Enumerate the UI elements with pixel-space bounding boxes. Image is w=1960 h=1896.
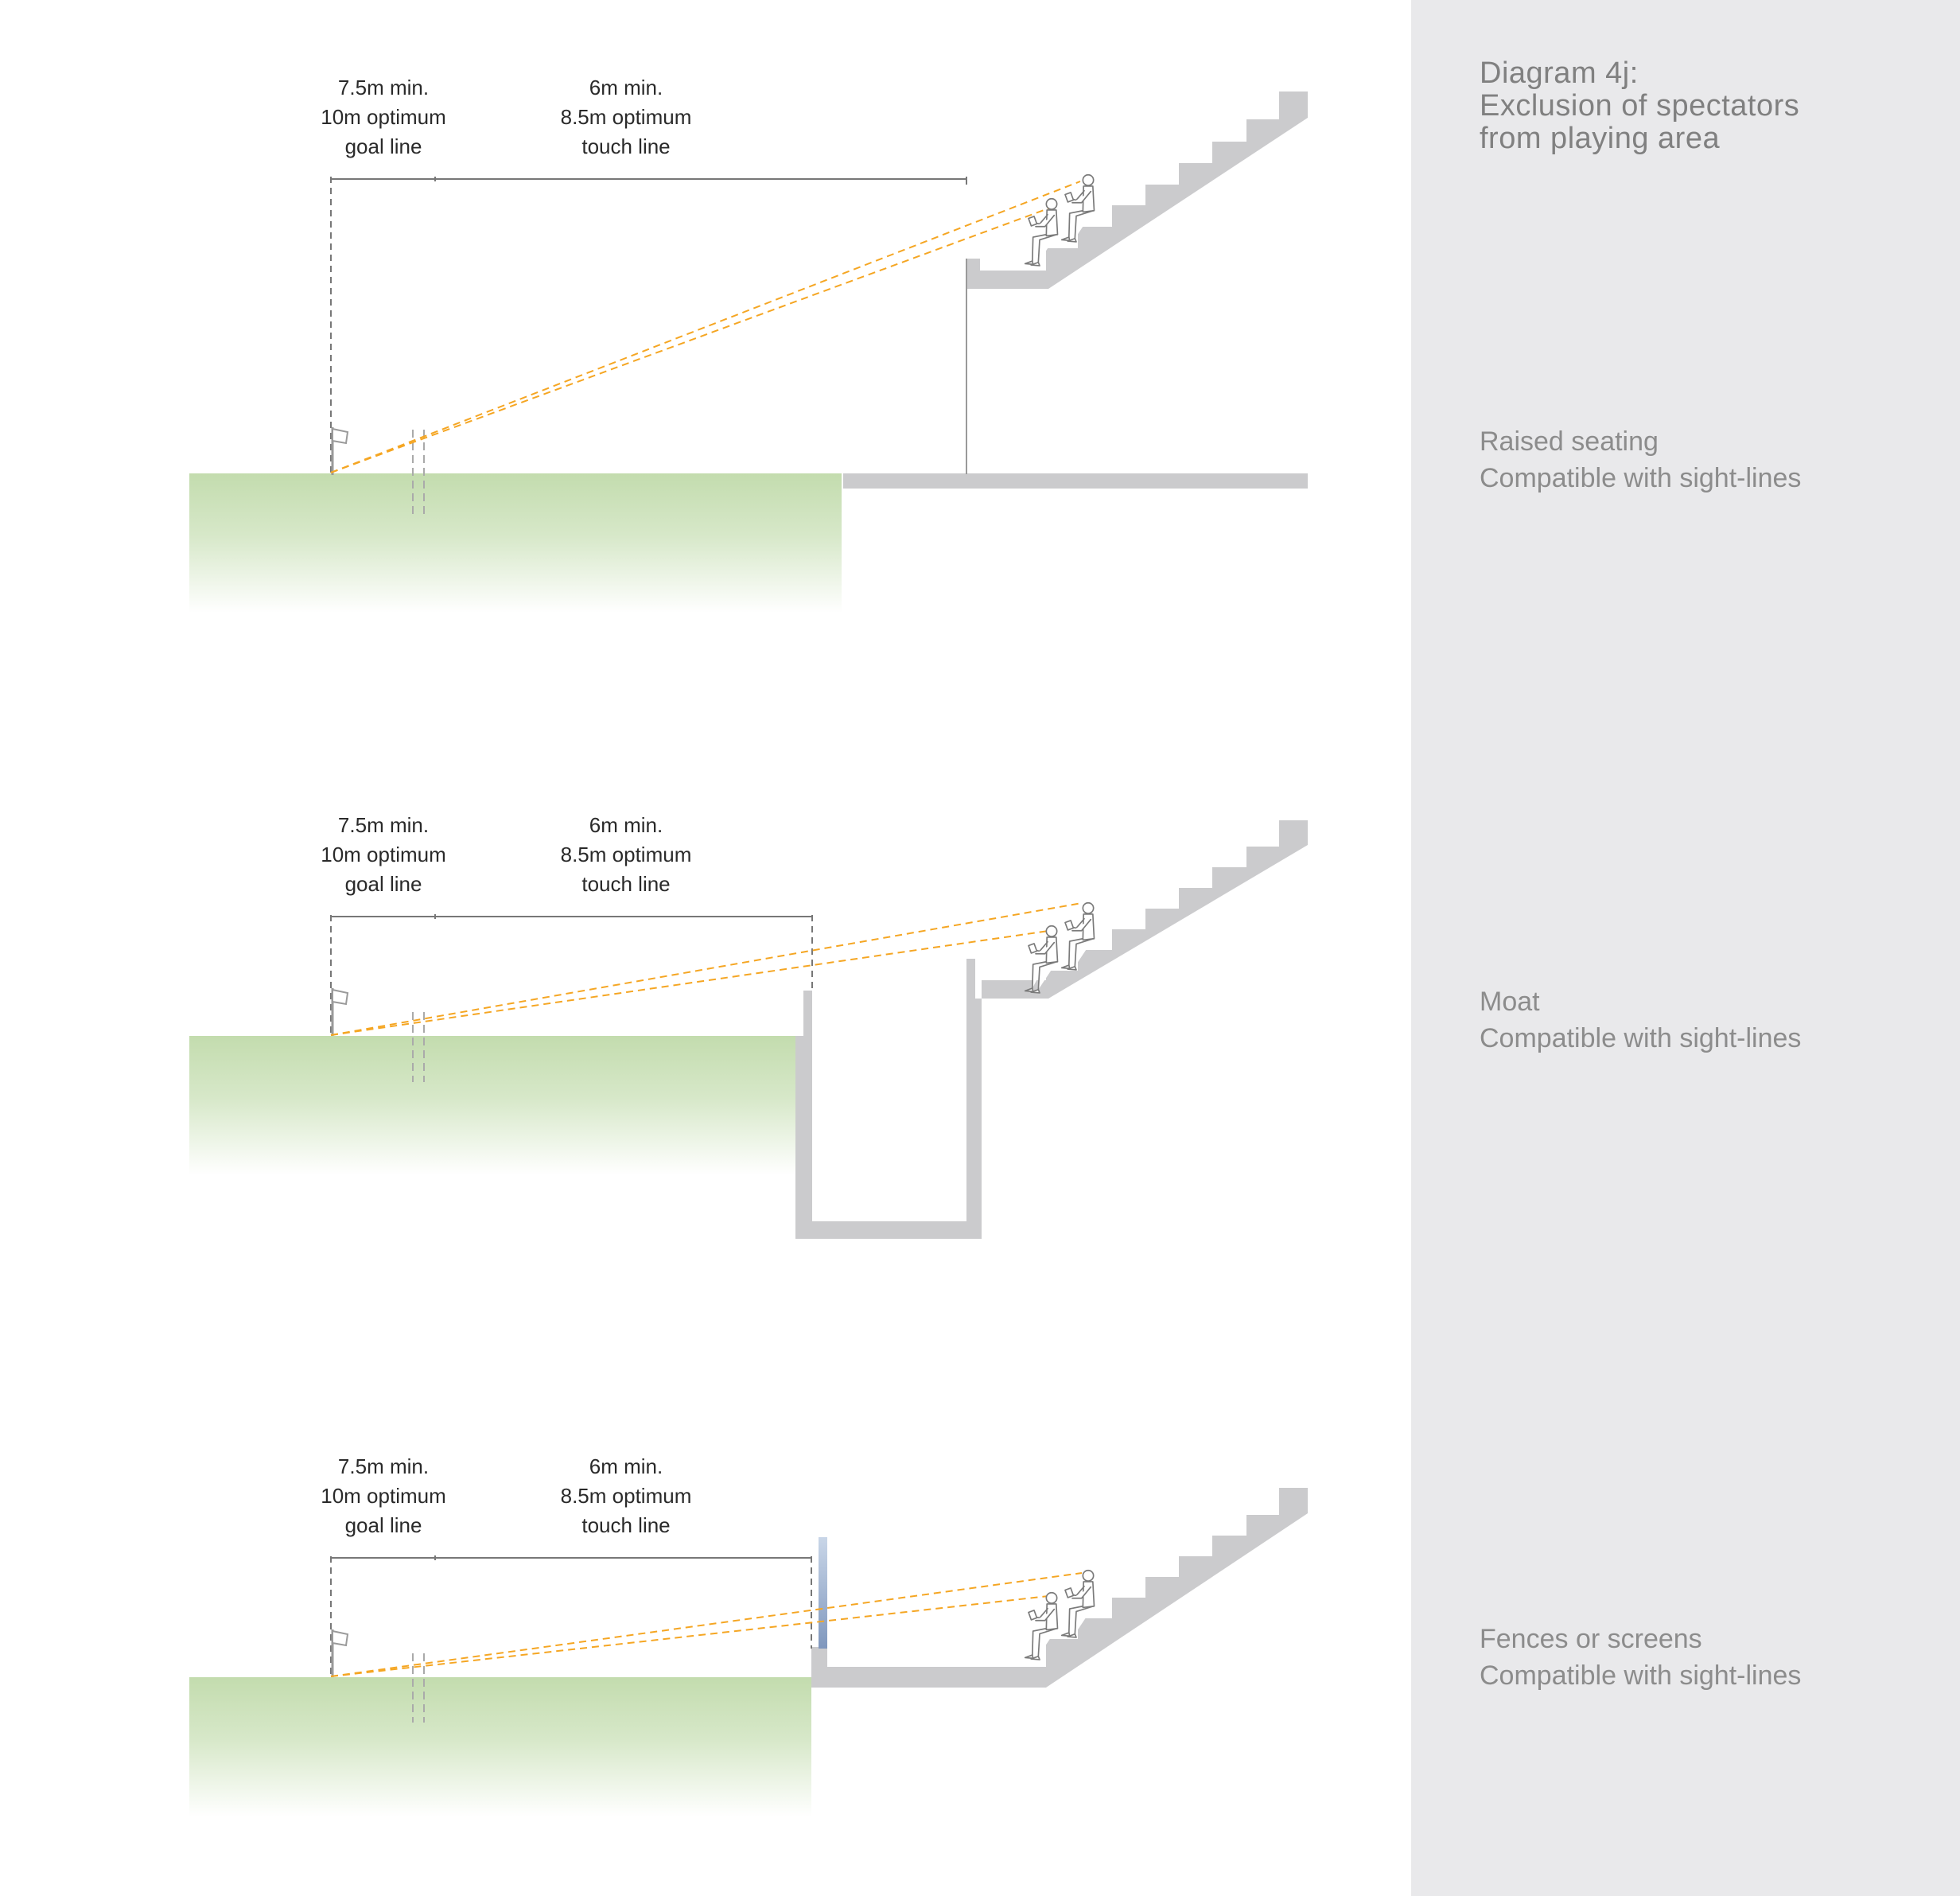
dimension-lines — [330, 177, 967, 517]
title-line-3: from playing area — [1480, 122, 1721, 155]
caption-note: Compatible with sight-lines — [1480, 1660, 1802, 1691]
dim-touch-line-3: touch line — [581, 134, 670, 158]
dim-goal-line-2: 10m optimum — [321, 843, 446, 866]
dimension-label-touch: 6m min. 8.5m optimum touch line — [561, 813, 692, 896]
sightlines — [330, 902, 1083, 1036]
corner-flag-icon — [331, 1628, 349, 1679]
dimension-label-goal: 7.5m min. 10m optimum goal line — [321, 76, 446, 158]
dim-goal-line-2: 10m optimum — [321, 1484, 446, 1508]
dim-touch-line-1: 6m min. — [589, 1454, 663, 1478]
dim-touch-line-2: 8.5m optimum — [561, 1484, 692, 1508]
fence-screen — [819, 1537, 827, 1649]
dim-touch-line-2: 8.5m optimum — [561, 105, 692, 129]
pitch-grass — [189, 473, 842, 613]
dim-touch-line-3: touch line — [581, 872, 670, 896]
pitch-grass — [189, 1677, 811, 1816]
dimension-label-goal: 7.5m min. 10m optimum goal line — [321, 813, 446, 896]
panel-raised-seating: 7.5m min. 10m optimum goal line 6m min. … — [189, 76, 1308, 613]
dim-goal-line-3: goal line — [345, 1513, 422, 1537]
caption-fences-screens: Fences or screens Compatible with sight-… — [1480, 1621, 1925, 1694]
dim-touch-line-1: 6m min. — [589, 813, 663, 837]
dim-goal-line-3: goal line — [345, 872, 422, 896]
diagram-title: Diagram 4j: Exclusion of spectators from… — [1480, 57, 1925, 155]
corner-flag-icon — [331, 987, 349, 1038]
pitch-grass — [189, 1036, 795, 1175]
panel-fences-screens: 7.5m min. 10m optimum goal line 6m min. … — [189, 1454, 1308, 1816]
panel-moat: 7.5m min. 10m optimum goal line 6m min. … — [189, 813, 1308, 1239]
dimension-lines — [330, 914, 813, 1082]
caption-note: Compatible with sight-lines — [1480, 1023, 1802, 1053]
caption-heading: Moat — [1480, 987, 1540, 1017]
dimension-label-touch: 6m min. 8.5m optimum touch line — [561, 76, 692, 158]
dim-goal-line-1: 7.5m min. — [338, 76, 429, 99]
title-line-1: Diagram 4j: — [1480, 56, 1639, 90]
stand-stepped — [811, 1488, 1308, 1688]
caption-moat: Moat Compatible with sight-lines — [1480, 983, 1925, 1057]
dim-touch-line-1: 6m min. — [589, 76, 663, 99]
dim-goal-line-3: goal line — [345, 134, 422, 158]
caption-heading: Fences or screens — [1480, 1624, 1702, 1654]
dim-goal-line-1: 7.5m min. — [338, 1454, 429, 1478]
sightlines — [330, 1572, 1083, 1677]
dim-touch-line-2: 8.5m optimum — [561, 843, 692, 866]
moat-structure — [795, 820, 1308, 1239]
dim-touch-line-3: touch line — [581, 1513, 670, 1537]
title-line-2: Exclusion of spectators — [1480, 89, 1800, 123]
stand-stepped — [966, 91, 1308, 289]
sidebar-panel — [1411, 0, 1960, 1896]
dimension-label-touch: 6m min. 8.5m optimum touch line — [561, 1454, 692, 1537]
caption-raised-seating: Raised seating Compatible with sight-lin… — [1480, 423, 1925, 496]
dimension-lines — [330, 1555, 812, 1723]
dim-goal-line-1: 7.5m min. — [338, 813, 429, 837]
pitch-surround-slab — [843, 473, 1308, 489]
sightlines — [330, 181, 1081, 473]
dimension-label-goal: 7.5m min. 10m optimum goal line — [321, 1454, 446, 1537]
caption-heading: Raised seating — [1480, 426, 1659, 457]
caption-note: Compatible with sight-lines — [1480, 463, 1802, 493]
dim-goal-line-2: 10m optimum — [321, 105, 446, 129]
